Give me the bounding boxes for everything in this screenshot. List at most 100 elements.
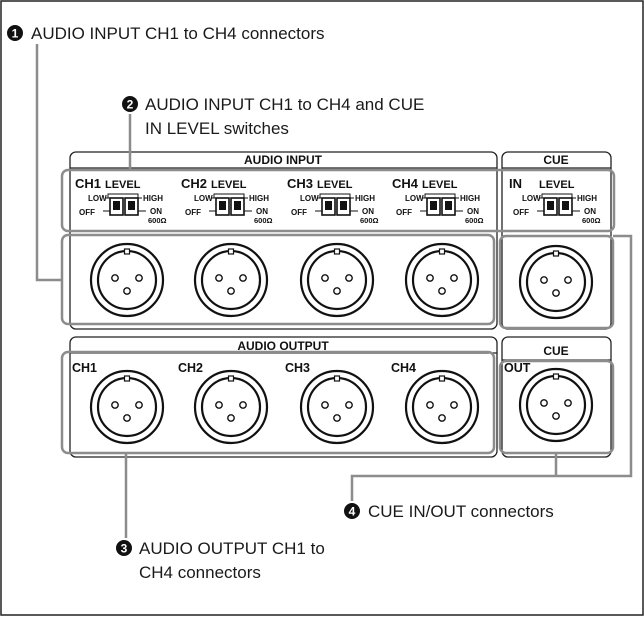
output-ch3-label: CH3 — [285, 361, 310, 375]
off-label-cue-in: OFF — [513, 208, 529, 217]
high-label-ch3: HIGH — [355, 194, 375, 203]
channel-label-ch2: CH2 — [181, 176, 207, 191]
on-label-ch3: ON — [362, 207, 374, 216]
output-channel-labels: CH1 CH2 CH3 CH4 OUT — [72, 361, 531, 375]
on-label-cue-in: ON — [584, 207, 596, 216]
slide-switch-icon — [124, 197, 139, 216]
slide-switch-icon — [426, 197, 441, 216]
low-label-ch4: LOW — [405, 194, 424, 203]
output-connectors-highlight-box — [60, 350, 496, 455]
slide-switch-icon — [215, 197, 230, 216]
xlr-connector-icon — [89, 242, 165, 318]
callout-4: 4 CUE IN/OUT connectors — [344, 502, 554, 521]
xlr-connector-icon — [518, 244, 594, 320]
callout-3-line2: CH4 connectors — [139, 563, 261, 582]
callout-4-number: 4 — [349, 505, 356, 519]
switch-bracket-ch4 — [424, 193, 456, 198]
callout-3-badge — [116, 540, 132, 556]
ohm-label-ch4: 600Ω — [465, 216, 484, 225]
on-label-ch4: ON — [467, 207, 479, 216]
callout-1-number: 1 — [12, 27, 19, 41]
slide-switch-icon — [441, 197, 456, 216]
leader-lines — [35, 44, 633, 538]
xlr-connector-icon — [193, 242, 269, 318]
high-label-ch4: HIGH — [460, 194, 480, 203]
callout-highlights — [60, 168, 616, 455]
leader-line-4a — [350, 234, 633, 501]
xlr-connector-icon — [299, 242, 375, 318]
slide-switch-icon — [109, 197, 124, 216]
off-label-ch3: OFF — [291, 208, 307, 217]
switch-bracket-ch1 — [107, 193, 139, 198]
on-label-ch2: ON — [256, 207, 268, 216]
callout-1-text: AUDIO INPUT CH1 to CH4 connectors — [31, 24, 325, 43]
callout-2-line2: IN LEVEL switches — [145, 119, 289, 138]
level-label-ch3: LEVEL — [317, 179, 353, 191]
callout-3-line1: AUDIO OUTPUT CH1 to — [139, 539, 325, 558]
slide-switch-icon — [543, 197, 558, 216]
cue-in-header: CUE — [543, 153, 568, 167]
callout-4-text: CUE IN/OUT connectors — [368, 502, 554, 521]
xlr-connector-icon — [299, 369, 375, 445]
output-ch4-label: CH4 — [391, 361, 416, 375]
callout-3: 3 AUDIO OUTPUT CH1 to CH4 connectors — [116, 539, 325, 582]
ohm-label-ch2: 600Ω — [254, 216, 273, 225]
low-label-ch2: LOW — [194, 194, 213, 203]
callout-1-badge — [7, 25, 23, 41]
channel-label-ch4: CH4 — [392, 176, 419, 191]
level-label-ch4: LEVEL — [422, 179, 458, 191]
channel-label-cue-in: IN — [509, 176, 522, 191]
cue-in-highlight-box — [498, 234, 615, 330]
output-ch2-label: CH2 — [178, 361, 203, 375]
audio-input-section — [69, 151, 498, 330]
slide-switch-icon — [336, 197, 351, 216]
off-label-ch4: OFF — [396, 208, 412, 217]
level-label-ch2: LEVEL — [211, 179, 247, 191]
xlr-connector-icon — [404, 369, 480, 445]
callout-2-badge — [122, 96, 138, 112]
low-label-ch1: LOW — [88, 194, 107, 203]
callout-2: 2 AUDIO INPUT CH1 to CH4 and CUE IN LEVE… — [122, 95, 424, 138]
low-label-cue-in: LOW — [522, 194, 541, 203]
switch-highlight-box — [60, 168, 616, 233]
cue-out-header: CUE — [543, 344, 568, 358]
callout-3-number: 3 — [121, 542, 128, 556]
high-label-cue-in: HIGH — [577, 194, 597, 203]
level-label-cue-in: LEVEL — [539, 179, 575, 191]
low-label-ch3: LOW — [300, 194, 319, 203]
callout-1: 1 AUDIO INPUT CH1 to CH4 connectors — [7, 24, 325, 43]
xlr-connector-icon — [193, 369, 269, 445]
ohm-label-cue-in: 600Ω — [582, 216, 601, 225]
leader-line-1 — [35, 44, 62, 282]
off-label-ch1: OFF — [79, 208, 95, 217]
callout-4-badge — [344, 503, 360, 519]
channel-label-ch3: CH3 — [287, 176, 313, 191]
output-ch1-label: CH1 — [72, 361, 97, 375]
slide-switch-icon — [321, 197, 336, 216]
ohm-label-ch1: 600Ω — [148, 216, 167, 225]
callout-2-line1: AUDIO INPUT CH1 to CH4 and CUE — [145, 95, 424, 114]
xlr-connector-icon — [404, 242, 480, 318]
ohm-label-ch3: 600Ω — [360, 216, 379, 225]
high-label-ch1: HIGH — [143, 194, 163, 203]
switch-bracket-ch3 — [319, 193, 351, 198]
audio-output-header: AUDIO OUTPUT — [237, 339, 329, 353]
callout-2-number: 2 — [127, 98, 134, 112]
audio-input-header: AUDIO INPUT — [244, 153, 323, 167]
switch-bracket-cue-in — [541, 193, 573, 198]
xlr-connector-icon — [518, 367, 594, 443]
audio-output-section — [69, 336, 498, 458]
connector-rows — [89, 242, 594, 445]
slide-switch-icon — [558, 197, 573, 216]
slide-switch-icon — [230, 197, 245, 216]
channel-label-ch1: CH1 — [75, 176, 101, 191]
output-cue-out-label: OUT — [504, 361, 531, 375]
